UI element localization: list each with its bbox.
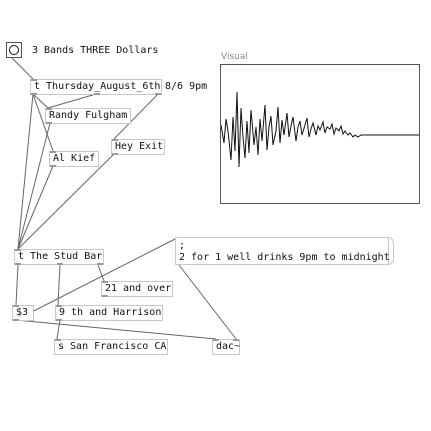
inlet[interactable] (46, 108, 52, 110)
graph-label: Visual (221, 52, 248, 62)
cord (15, 264, 19, 306)
waveform-line (220, 91, 419, 168)
outlet[interactable] (57, 263, 63, 265)
drinks-message-box[interactable]: ; 2 for 1 well drinks 9pm to midnight (175, 237, 394, 265)
object-text: 21 and over (105, 283, 172, 294)
cord (32, 93, 54, 152)
inlet[interactable] (112, 139, 118, 141)
outlet[interactable] (56, 319, 62, 321)
outlet[interactable] (50, 165, 56, 167)
inlet[interactable] (213, 339, 219, 341)
outlet[interactable] (94, 93, 100, 95)
object-text: $3 (16, 307, 29, 318)
cord (178, 264, 237, 340)
outlet[interactable] (13, 319, 19, 321)
inlet[interactable] (50, 151, 56, 153)
object-text: Randy Fulgham (49, 110, 128, 121)
randy-fulgham-object[interactable]: Randy Fulgham (45, 108, 131, 124)
cord (113, 93, 159, 140)
cord (17, 93, 34, 250)
cord (97, 264, 105, 282)
outlet[interactable] (15, 263, 21, 265)
send-san-francisco-object[interactable]: s San Francisco CA (54, 339, 168, 355)
inlet[interactable] (31, 79, 37, 81)
cord (17, 165, 54, 250)
hey-exit-object[interactable]: Hey Exit (111, 139, 165, 155)
dac-object[interactable]: dac~ (212, 339, 240, 355)
21-and-over-object[interactable]: 21 and over (101, 281, 173, 297)
waveform-plot (220, 91, 419, 168)
9th-and-harrison-object[interactable]: 9 th and Harrison (55, 305, 163, 321)
inlet[interactable] (13, 305, 19, 307)
outlet[interactable] (102, 295, 108, 297)
time-comment: 8/6 9pm (165, 81, 208, 92)
dollar3-object[interactable]: $3 (12, 305, 34, 321)
cord (47, 93, 97, 109)
object-text: s San Francisco CA (58, 341, 167, 352)
outlet[interactable] (46, 122, 52, 124)
cord (32, 93, 49, 109)
cord (15, 236, 180, 321)
bang-button[interactable] (6, 42, 22, 58)
cord (17, 153, 115, 250)
inlet[interactable] (102, 281, 108, 283)
object-text: t The Stud Bar (18, 251, 103, 262)
trigger-stud-bar-object[interactable]: t The Stud Bar (14, 249, 104, 265)
waveform-graph[interactable] (220, 64, 420, 204)
object-text: Al Kief (53, 153, 96, 164)
cord (56, 319, 61, 340)
inlet[interactable] (55, 339, 61, 341)
cord (15, 319, 217, 340)
patch-title-comment: 3 Bands THREE Dollars (32, 45, 159, 56)
message-line: ; (179, 240, 186, 251)
outlet[interactable] (112, 153, 118, 155)
outlet[interactable] (155, 93, 161, 95)
object-text: Hey Exit (115, 141, 164, 152)
outlet[interactable] (97, 263, 103, 265)
object-text: 9 th and Harrison (59, 307, 162, 318)
trigger-thursday-object[interactable]: t Thursday_August_6th (30, 79, 162, 95)
object-text: dac~ (216, 341, 241, 352)
message-line: 2 for 1 well drinks 9pm to midnight (179, 252, 390, 263)
inlet[interactable] (56, 305, 62, 307)
outlet[interactable] (31, 93, 37, 95)
al-kief-object[interactable]: Al Kief (49, 151, 99, 167)
inlet[interactable] (233, 339, 239, 341)
cord (11, 57, 34, 80)
inlet[interactable] (15, 249, 21, 251)
object-text: t Thursday_August_6th (34, 81, 161, 92)
bang-circle-icon (9, 45, 19, 55)
cord (17, 122, 51, 250)
